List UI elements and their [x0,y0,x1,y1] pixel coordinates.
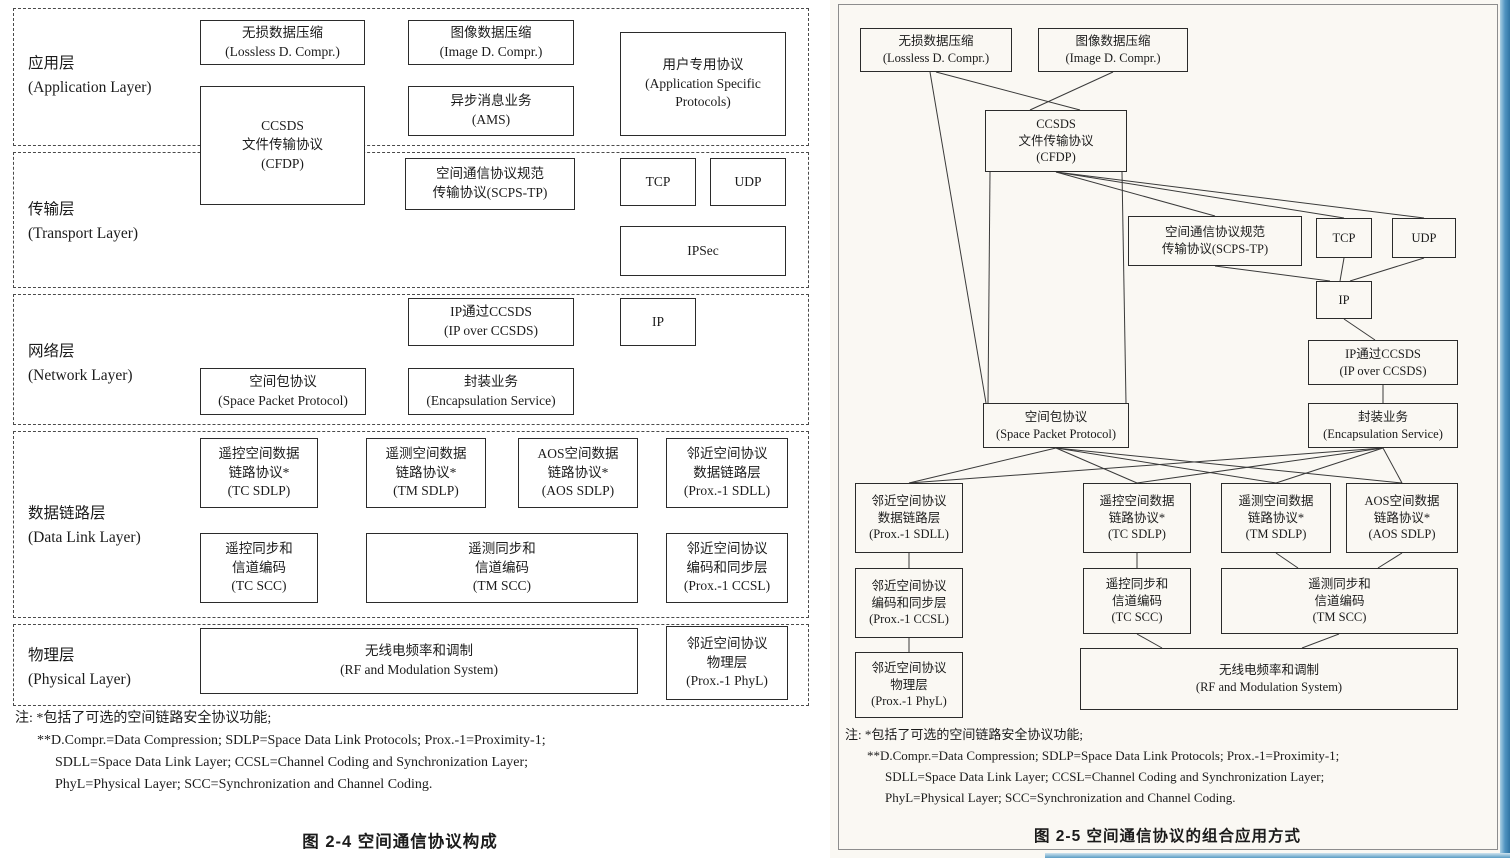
r-box-aos-sdlp: AOS空间数据 链路协议* (AOS SDLP) [1346,483,1458,553]
note-line-3: SDLL=Space Data Link Layer; CCSL=Channel… [55,755,529,770]
box-tm-sdlp: 遥测空间数据 链路协议* (TM SDLP) [366,438,486,508]
box-prox1-sdll: 邻近空间协议 数据链路层 (Prox.-1 SDLL) [666,438,788,508]
box-encapsulation-service: 封装业务 (Encapsulation Service) [408,368,574,415]
box-ip: IP [620,298,696,346]
physical-layer-label: 物理层 (Physical Layer) [28,647,131,688]
box-tc-scc: 遥控同步和 信道编码 (TC SCC) [200,533,318,603]
transport-layer-outline [13,152,809,288]
note-line-4: PhyL=Physical Layer; SCC=Synchronization… [55,777,433,792]
r-box-tc-sdlp: 遥控空间数据 链路协议* (TC SDLP) [1083,483,1191,553]
r-box-udp: UDP [1392,218,1456,258]
page-edge-right [1500,0,1510,858]
r-box-prox1-phyl: 邻近空间协议 物理层 (Prox.-1 PhyL) [855,652,963,718]
r-box-cfdp: CCSDS 文件传输协议 (CFDP) [985,110,1127,172]
box-tm-scc: 遥测同步和 信道编码 (TM SCC) [366,533,638,603]
r-box-scps-tp: 空间通信协议规范 传输协议(SCPS-TP) [1128,216,1302,266]
note-line-2: **D.Compr.=Data Compression; SDLP=Space … [37,733,546,748]
r-box-tc-scc: 遥控同步和 信道编码 (TC SCC) [1083,568,1191,634]
note-line-4: PhyL=Physical Layer; SCC=Synchronization… [885,790,1236,805]
box-ams: 异步消息业务 (AMS) [408,86,574,136]
box-scps-tp: 空间通信协议规范 传输协议(SCPS-TP) [405,158,575,210]
r-box-space-packet-protocol: 空间包协议 (Space Packet Protocol) [983,403,1129,448]
network-layer-label: 网络层 (Network Layer) [28,343,133,384]
data-link-layer-label: 数据链路层 (Data Link Layer) [28,505,141,546]
box-prox1-phyl: 邻近空间协议 物理层 (Prox.-1 PhyL) [666,626,788,700]
r-box-tcp: TCP [1316,218,1372,258]
box-ip-over-ccsds: IP通过CCSDS (IP over CCSDS) [408,298,574,346]
r-box-prox1-sdll: 邻近空间协议 数据链路层 (Prox.-1 SDLL) [855,483,963,553]
box-tc-sdlp: 遥控空间数据 链路协议* (TC SDLP) [200,438,318,508]
note-line-1: 注: *包括了可选的空间链路安全协议功能; [845,727,1083,742]
r-box-encapsulation-service: 封装业务 (Encapsulation Service) [1308,403,1458,448]
application-layer-outline [13,8,809,146]
connection-lines [908,71,1425,652]
box-space-packet-protocol: 空间包协议 (Space Packet Protocol) [200,368,366,415]
figure-2-4-protocol-stack: 应用层 (Application Layer) 传输层 (Transport L… [13,8,809,851]
left-figure-caption: 图 2-4 空间通信协议构成 [302,833,498,851]
box-image-compression: 图像数据压缩 (Image D. Compr.) [408,20,574,65]
r-box-rf-modulation: 无线电频率和调制 (RF and Modulation System) [1080,648,1458,710]
r-box-prox1-ccsl: 邻近空间协议 编码和同步层 (Prox.-1 CCSL) [855,568,963,638]
r-box-tm-scc: 遥测同步和 信道编码 (TM SCC) [1221,568,1458,634]
box-rf-modulation: 无线电频率和调制 (RF and Modulation System) [200,628,638,694]
data-link-layer-outline [13,431,809,618]
physical-layer-outline [13,624,809,706]
right-figure-notes: 注: *包括了可选的空间链路安全协议功能; **D.Compr.=Data Co… [845,724,1339,808]
r-box-image-compression: 图像数据压缩 (Image D. Compr.) [1038,28,1188,72]
r-box-tm-sdlp: 遥测空间数据 链路协议* (TM SDLP) [1221,483,1331,553]
right-figure-caption: 图 2-5 空间通信协议的组合应用方式 [1033,828,1302,845]
page-border [838,4,1498,850]
figure-2-5-protocol-configurations: 无损数据压缩 (Lossless D. Compr.) 图像数据压缩 (Imag… [830,0,1510,858]
r-box-ip: IP [1316,281,1372,319]
box-tcp: TCP [620,158,696,206]
application-layer-label: 应用层 (Application Layer) [28,55,152,96]
box-lossless-compression: 无损数据压缩 (Lossless D. Compr.) [200,20,365,65]
note-line-3: SDLL=Space Data Link Layer; CCSL=Channel… [885,769,1325,784]
page-edge-bottom [1045,853,1510,858]
box-udp: UDP [710,158,786,206]
box-cfdp: CCSDS 文件传输协议 (CFDP) [200,86,365,205]
box-ipsec: IPSec [620,226,786,276]
note-line-2: **D.Compr.=Data Compression; SDLP=Space … [867,748,1340,763]
note-line-1: 注: *包括了可选的空间链路安全协议功能; [15,711,272,726]
transport-layer-label: 传输层 (Transport Layer) [28,201,139,242]
network-layer-outline [13,294,809,425]
r-box-lossless-compression: 无损数据压缩 (Lossless D. Compr.) [860,28,1012,72]
box-prox1-ccsl: 邻近空间协议 编码和同步层 (Prox.-1 CCSL) [666,533,788,603]
box-aos-sdlp: AOS空间数据 链路协议* (AOS SDLP) [518,438,638,508]
box-user-specific-protocols: 用户专用协议 (Application Specific Protocols) [620,32,786,136]
left-figure-notes: 注: *包括了可选的空间链路安全协议功能; **D.Compr.=Data Co… [15,708,546,796]
r-box-ip-over-ccsds: IP通过CCSDS (IP over CCSDS) [1308,340,1458,385]
